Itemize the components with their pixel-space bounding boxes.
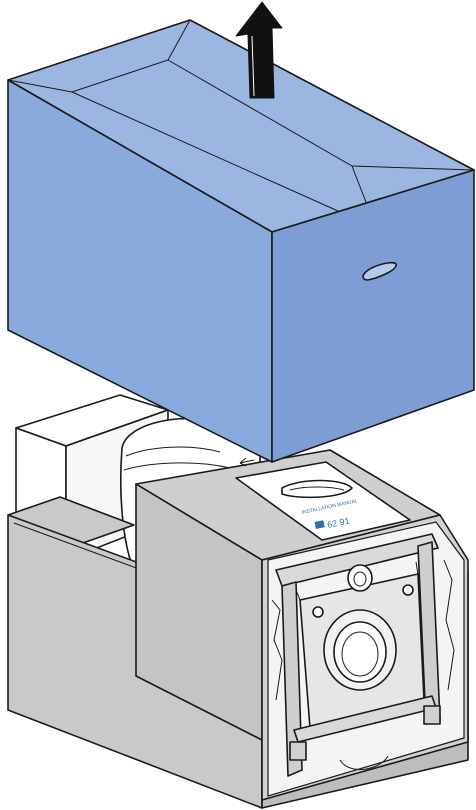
foot-right bbox=[424, 706, 440, 724]
mount-hole-right bbox=[403, 585, 413, 595]
mount-hole-left bbox=[313, 607, 323, 617]
blue-box bbox=[8, 20, 474, 462]
lower-package: INSTALLATION MANUAL 62 91 bbox=[8, 395, 468, 808]
inlet-fitting bbox=[348, 565, 372, 591]
foot-left bbox=[290, 742, 306, 760]
